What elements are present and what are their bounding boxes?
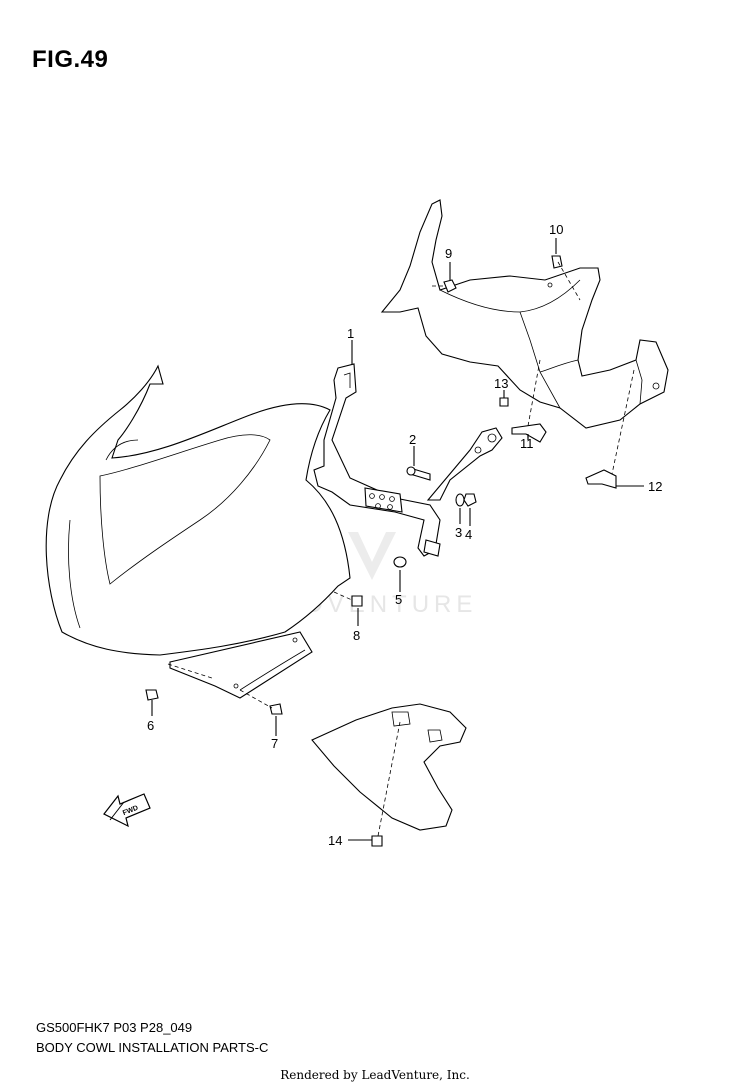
callout-4: 4 bbox=[465, 527, 472, 542]
inner-panel bbox=[380, 199, 669, 429]
diagram-code: GS500FHK7 P03 P28_049 bbox=[36, 1020, 193, 1035]
callout-1: 1 bbox=[347, 326, 354, 341]
fwd-arrow-icon: FWD bbox=[103, 793, 151, 828]
callout-7: 7 bbox=[271, 736, 278, 751]
callout-2: 2 bbox=[409, 432, 416, 447]
callout-14: 14 bbox=[328, 833, 342, 848]
callout-3: 3 bbox=[455, 525, 462, 540]
hardware bbox=[145, 255, 635, 847]
callout-10: 10 bbox=[549, 222, 563, 237]
figure-title: FIG.49 bbox=[32, 46, 109, 73]
leader-lines bbox=[151, 238, 644, 841]
callout-labels: 1 2 3 4 5 6 7 8 9 10 11 12 13 14 bbox=[147, 222, 662, 848]
callout-6: 6 bbox=[147, 718, 154, 733]
cowl-brace bbox=[313, 363, 503, 557]
callout-11: 11 bbox=[520, 436, 534, 451]
callout-9: 9 bbox=[445, 246, 452, 261]
diagram-name: BODY COWL INSTALLATION PARTS-C bbox=[36, 1040, 269, 1055]
callout-5: 5 bbox=[395, 592, 402, 607]
callout-12: 12 bbox=[648, 479, 662, 494]
callout-13: 13 bbox=[494, 376, 508, 391]
body-cowl bbox=[45, 364, 351, 699]
under-cover bbox=[311, 703, 467, 837]
rendered-by: Rendered by LeadVenture, Inc. bbox=[280, 1068, 470, 1082]
callout-8: 8 bbox=[353, 628, 360, 643]
